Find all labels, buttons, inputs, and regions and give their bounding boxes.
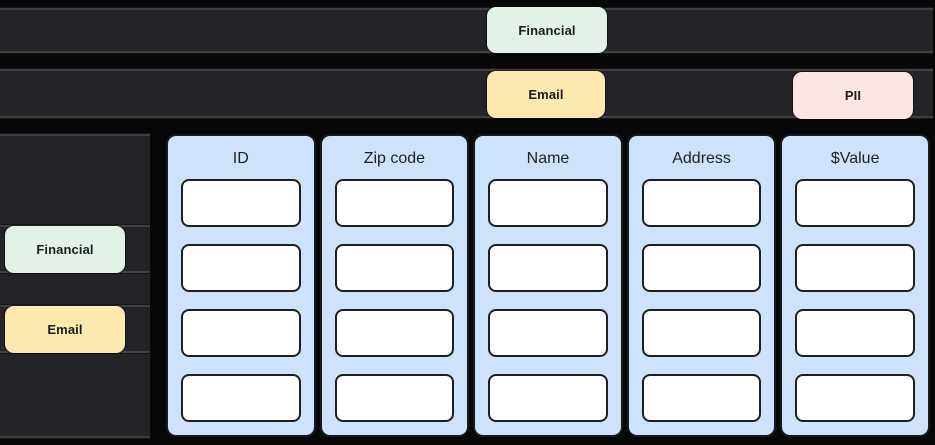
top-row-bar-email-pii (0, 69, 933, 118)
column-value[interactable]: $Value (780, 134, 930, 437)
column-name[interactable]: Name (473, 134, 623, 437)
tag-pii-label: PII (844, 88, 862, 103)
table-cell[interactable] (488, 244, 608, 292)
tag-email-side-label: Email (47, 322, 83, 337)
column-name-cells (488, 179, 608, 425)
table-cell[interactable] (641, 179, 762, 227)
table-cell[interactable] (641, 244, 762, 292)
schema-columns: ID Zip code Name (166, 134, 930, 437)
table-cell[interactable] (488, 179, 608, 227)
column-value-header: $Value (830, 150, 880, 167)
table-cell[interactable] (181, 179, 301, 227)
column-value-cells (795, 179, 915, 425)
column-name-header: Name (526, 150, 570, 167)
sidebar-panel: Financial Email (0, 134, 150, 438)
tag-email-top[interactable]: Email (487, 71, 605, 118)
column-address[interactable]: Address (626, 134, 777, 437)
column-zip-code-cells (334, 179, 455, 425)
table-cell[interactable] (795, 309, 915, 357)
tag-financial-side-label: Financial (36, 242, 94, 257)
table-cell[interactable] (488, 309, 608, 357)
tag-financial-side[interactable]: Financial (5, 226, 125, 273)
table-cell[interactable] (641, 309, 762, 357)
table-cell[interactable] (334, 309, 455, 357)
top-row-bar-financial (0, 8, 933, 53)
column-id-cells (181, 179, 301, 425)
column-id[interactable]: ID (166, 134, 316, 437)
table-cell[interactable] (181, 244, 301, 292)
tag-email-side[interactable]: Email (5, 306, 125, 353)
table-cell[interactable] (334, 179, 455, 227)
table-cell[interactable] (334, 374, 455, 422)
table-cell[interactable] (334, 244, 455, 292)
column-id-header: ID (232, 150, 249, 167)
tag-financial-top-label: Financial (518, 22, 576, 38)
table-cell[interactable] (795, 244, 915, 292)
table-cell[interactable] (181, 374, 301, 422)
column-zip-code-header: Zip code (363, 150, 426, 167)
column-zip-code[interactable]: Zip code (319, 134, 470, 437)
column-address-header: Address (672, 150, 731, 167)
tag-financial-top[interactable]: Financial (487, 7, 607, 53)
tag-pii[interactable]: PII (793, 72, 913, 119)
table-cell[interactable] (641, 374, 762, 422)
column-address-cells (641, 179, 762, 425)
table-cell[interactable] (795, 374, 915, 422)
tag-email-top-label: Email (528, 87, 564, 102)
table-cell[interactable] (181, 309, 301, 357)
table-cell[interactable] (795, 179, 915, 227)
table-cell[interactable] (488, 374, 608, 422)
